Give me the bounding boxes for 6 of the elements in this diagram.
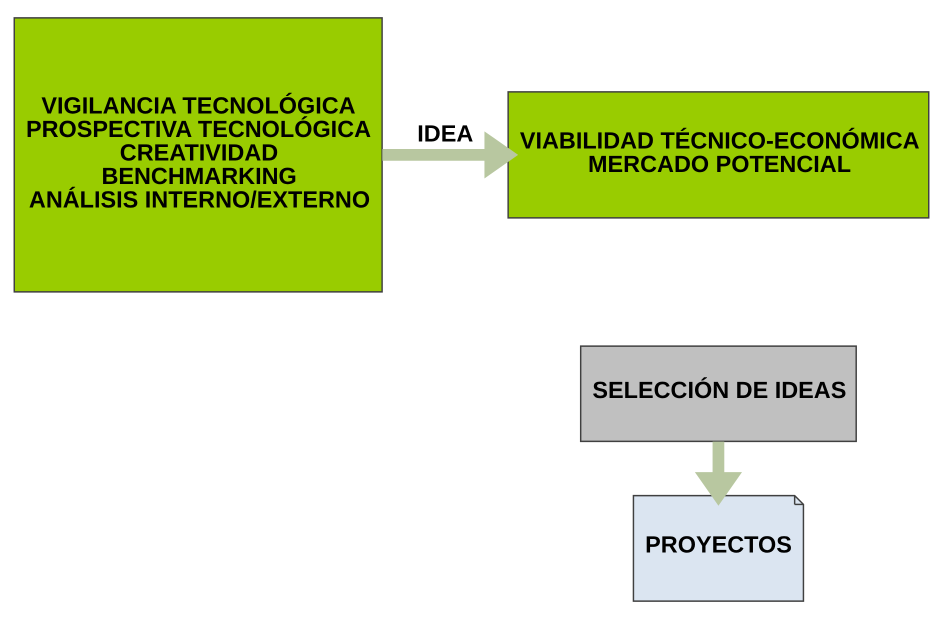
node-box: VIABILIDAD TÉCNICO-ECONÓMICA MERCADO POTENCIAL: [507, 91, 930, 219]
edge-label: IDEA: [417, 120, 474, 146]
arrow: [694, 442, 742, 506]
node-box: SELECCIÓN DE IDEAS: [580, 345, 857, 442]
arrow: [382, 131, 518, 178]
node-box: VIGILANCIA TECNOLÓGICA PROSPECTIVA TECNOLÓGICA CREATIVIDAD BENCHMARKING ANÁLISIS INTERNO/EXTERNO: [14, 17, 383, 293]
